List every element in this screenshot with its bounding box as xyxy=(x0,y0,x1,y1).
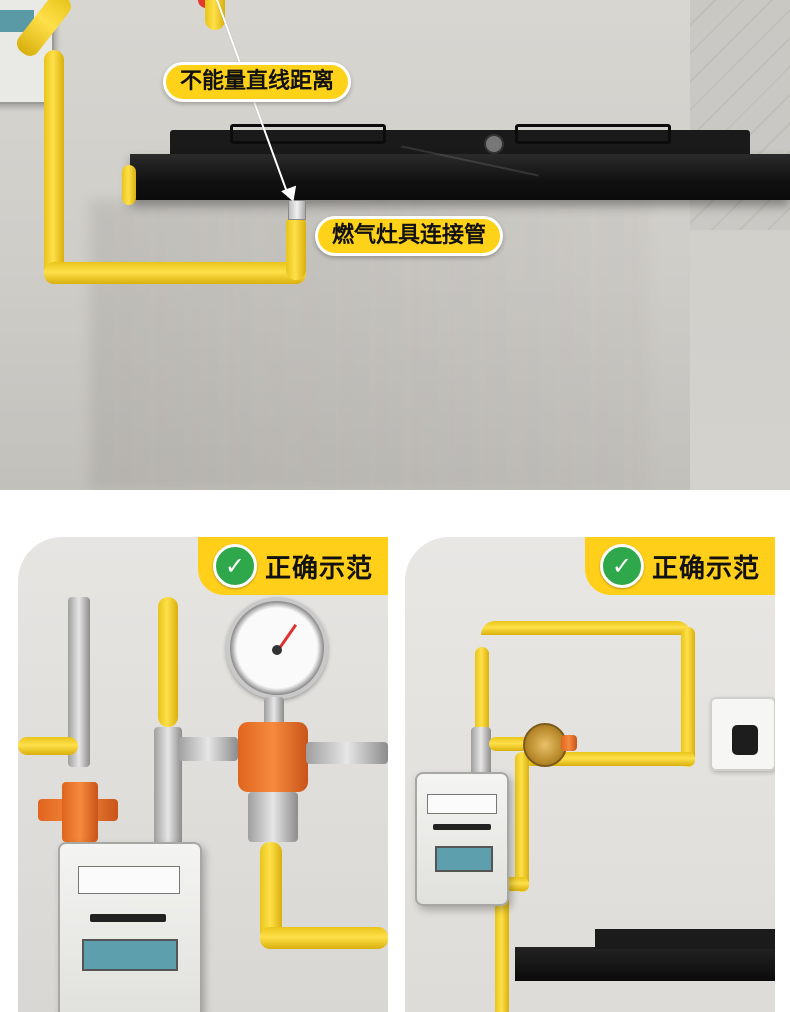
check-icon: ✓ xyxy=(212,544,257,588)
orange-valve-small xyxy=(561,735,577,751)
correct-example-panel-1: ✓ 正确示范 xyxy=(18,537,388,1012)
hose-fitting xyxy=(288,200,306,220)
steel-pipe-left xyxy=(68,597,90,767)
gas-stove xyxy=(595,929,775,949)
hose-bottom-vertical xyxy=(495,877,509,1012)
burner-grate-right xyxy=(515,124,671,144)
correct-example-panel-2: ✓ 正确示范 xyxy=(405,537,775,1012)
gas-hose-vertical-left xyxy=(44,50,64,278)
check-icon: ✓ xyxy=(599,544,644,588)
gas-hose-vertical-right xyxy=(286,214,306,280)
gauge-center xyxy=(272,645,282,655)
label-stove-connector: 燃气灶具连接管 xyxy=(315,216,504,256)
power-plug xyxy=(732,725,758,755)
badge-text: 正确示范 xyxy=(264,553,373,584)
badge-text: 正确示范 xyxy=(651,553,760,584)
meter-screen xyxy=(0,10,34,32)
black-countertop xyxy=(130,145,790,200)
black-countertop xyxy=(515,947,775,981)
hose-left-vertical xyxy=(475,647,489,737)
meter-lcd xyxy=(435,846,493,872)
steel-connector xyxy=(178,737,238,761)
meter-digits xyxy=(78,866,180,894)
card-slot xyxy=(90,914,166,922)
hose-middle xyxy=(525,752,695,766)
gas-meter xyxy=(415,772,509,906)
hose-top-arc xyxy=(481,621,691,635)
meter-digits xyxy=(427,794,497,814)
yellow-pipe-vertical xyxy=(158,597,178,727)
brass-regulator xyxy=(523,723,567,767)
hose-lower-vertical xyxy=(515,752,529,892)
kitchen-installation-scene: 不能量直线距离 燃气灶具连接管 xyxy=(0,0,790,490)
card-slot xyxy=(433,824,491,830)
pressure-gauge xyxy=(226,597,328,699)
burner-grate-left xyxy=(230,124,386,144)
meter-lcd xyxy=(82,939,178,971)
yellow-pipe-bottom xyxy=(260,927,388,949)
steel-union-nut xyxy=(248,792,298,842)
steel-outlet-pipe xyxy=(306,742,388,764)
yellow-pipe-left-horizontal xyxy=(18,737,78,755)
orange-regulator-valve xyxy=(238,722,308,792)
hose-right-down xyxy=(681,627,695,767)
wall-power-outlet xyxy=(710,697,775,771)
yellow-pipe-down xyxy=(260,842,282,942)
gas-hose-behind xyxy=(122,165,136,205)
steel-tee-fitting xyxy=(154,727,182,847)
orange-valve-body-left xyxy=(62,782,98,842)
correct-badge: ✓ 正确示范 xyxy=(585,537,775,595)
hose-to-regulator xyxy=(489,737,529,751)
gas-hose-bottom xyxy=(44,262,306,284)
gauge-stem xyxy=(264,697,284,727)
label-straight-distance: 不能量直线距离 xyxy=(163,62,352,102)
gas-meter xyxy=(58,842,202,1012)
stove-knob xyxy=(484,134,504,154)
correct-badge: ✓ 正确示范 xyxy=(198,537,388,595)
